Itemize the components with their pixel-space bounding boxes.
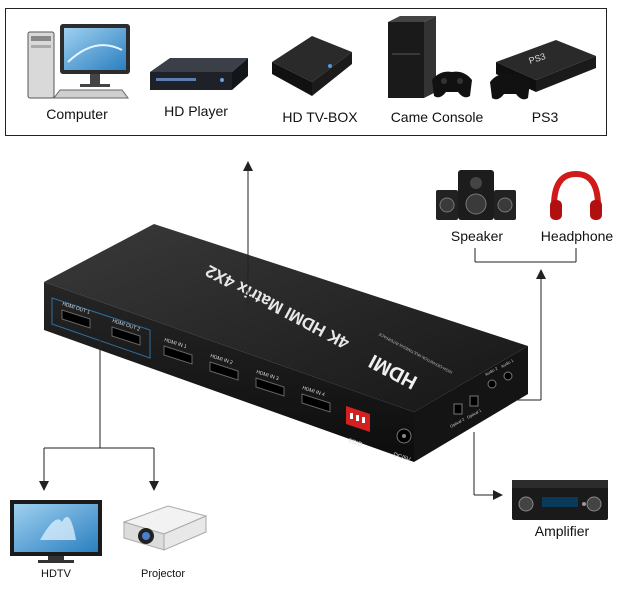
audio-label-1: Audio 1 bbox=[500, 357, 515, 369]
arrow-to-amplifier bbox=[473, 432, 503, 500]
amplifier-icon bbox=[512, 480, 608, 520]
audio-label-speaker: Speaker bbox=[450, 228, 504, 244]
hdtv-icon bbox=[10, 500, 102, 563]
hdmi-port-in-1 bbox=[163, 345, 193, 365]
display-label-projector: Projector bbox=[140, 568, 186, 580]
computer-icon bbox=[27, 24, 130, 99]
projector-icon bbox=[122, 505, 208, 551]
audio-label-2: Audio 2 bbox=[484, 365, 499, 377]
source-devices-box bbox=[5, 8, 607, 136]
edid-label: EDID bbox=[347, 438, 363, 448]
hdmi-matrix-device bbox=[44, 224, 528, 462]
arrow-to-audio bbox=[474, 248, 577, 401]
source-label-ps3: PS3 bbox=[531, 109, 559, 125]
arrow-to-displays bbox=[39, 336, 159, 491]
hdmi-port-out-2 bbox=[111, 326, 141, 346]
hd-player-icon bbox=[150, 58, 248, 90]
dc-power-jack bbox=[396, 428, 412, 444]
ps3-icon: PS3 bbox=[490, 40, 596, 100]
source-label-tv-box: HD TV-BOX bbox=[282, 109, 358, 125]
source-label-hd-player: HD Player bbox=[164, 103, 228, 119]
audio-label-headphone: Headphone bbox=[540, 228, 614, 244]
audio-jack-2 bbox=[487, 379, 497, 389]
amplifier-label: Amplifier bbox=[534, 523, 590, 539]
optical-port-2 bbox=[453, 403, 463, 415]
audio-jack-1 bbox=[503, 371, 513, 381]
hdmi-port-in-4 bbox=[301, 393, 331, 413]
display-label-hdtv: HDTV bbox=[41, 568, 71, 580]
optical-port-1 bbox=[469, 395, 479, 407]
power-label: DC/5V bbox=[392, 452, 411, 463]
headphone-icon bbox=[550, 170, 602, 220]
source-label-computer: Computer bbox=[46, 106, 108, 122]
hdmi-port-in-2 bbox=[209, 361, 239, 381]
hdmi-port-in-3 bbox=[255, 377, 285, 397]
edid-switch bbox=[346, 406, 370, 432]
hdmi-port-out-1 bbox=[61, 309, 91, 329]
game-console-icon bbox=[388, 16, 472, 98]
tv-box-icon bbox=[272, 36, 352, 96]
speaker-icon bbox=[436, 170, 516, 220]
source-label-game-console: Came Console bbox=[390, 109, 484, 125]
